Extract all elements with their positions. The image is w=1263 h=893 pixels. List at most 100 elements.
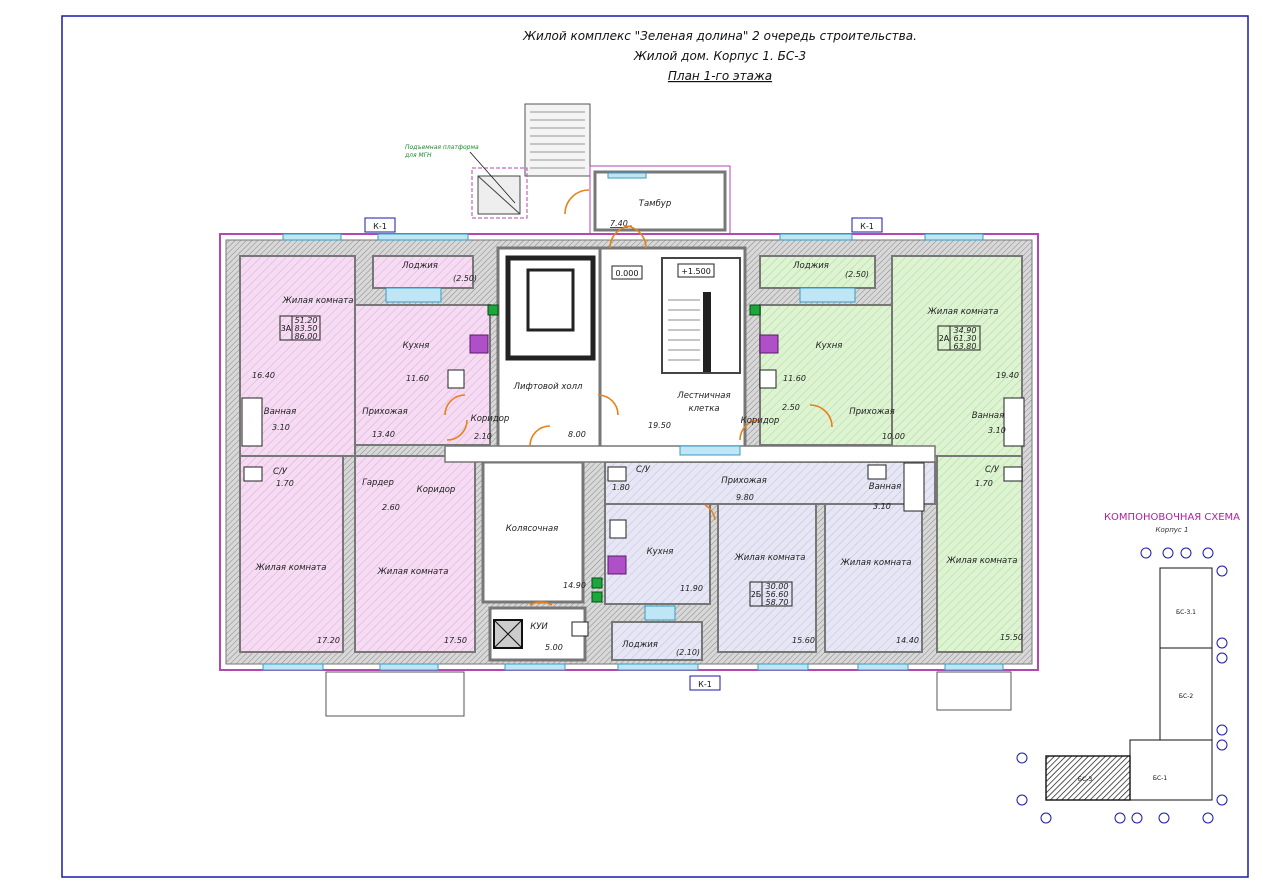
scheme-block-2: БС-2 (1179, 693, 1193, 700)
mid-wc-area: 1.80 (612, 483, 630, 492)
left-loggia-area: (2.50) (453, 274, 477, 283)
right-corridor: Коридор (741, 416, 780, 426)
header-line-1: Жилой комплекс "Зеленая долина" 2 очеред… (522, 29, 917, 43)
lift-hall-label: Лифтовой холл (513, 382, 583, 392)
left-corridor: Коридор (471, 414, 510, 424)
left-room-2: Жилая комната (255, 563, 327, 573)
right-stat-1: 34.90 (954, 326, 977, 335)
left-corridor-area: 2.10 (474, 432, 492, 441)
left-corridor-2: Коридор (417, 485, 456, 495)
right-loggia-area: (2.50) (845, 270, 869, 279)
apartment-left (239, 255, 491, 653)
stair-label-2: клетка (688, 404, 719, 414)
platform-note-2: для МГН (404, 152, 432, 159)
right-stat-3: 63.80 (954, 342, 977, 351)
layout-scheme: КОМПОНОВОЧНАЯ СХЕМА Корпус 1 БС-3.1 БС-2… (1016, 512, 1240, 824)
left-type: 3А (281, 324, 292, 333)
stroller-area: 14.90 (563, 581, 586, 590)
right-wc-area: 1.70 (975, 479, 993, 488)
common-core (444, 246, 936, 662)
header-line-3: План 1-го этажа (668, 69, 772, 83)
right-kitchen: Кухня (816, 341, 843, 351)
right-room-2-area: 15.50 (1000, 633, 1023, 642)
scheme-block-1: БС-3.1 (1176, 609, 1196, 616)
scheme-title: КОМПОНОВОЧНАЯ СХЕМА (1104, 512, 1240, 523)
right-room: Жилая комната (927, 307, 999, 317)
left-room-area: 16.40 (252, 371, 275, 380)
risers (487, 304, 761, 603)
entrance-stair (524, 103, 591, 177)
mid-bath-area: 3.10 (873, 502, 891, 511)
left-room: Жилая комната (282, 296, 354, 306)
mid-wc: С/У (636, 465, 651, 475)
windows (262, 172, 1004, 671)
right-corridor-area: 2.50 (782, 403, 800, 412)
lift-hall-area: 8.00 (568, 430, 586, 439)
mid-kitchen: Кухня (647, 547, 674, 557)
left-stat-3: 86.00 (295, 332, 318, 341)
right-bath: Ванная (972, 411, 1004, 421)
header: Жилой комплекс "Зеленая долина" 2 очеред… (522, 29, 917, 83)
doors (444, 189, 833, 606)
lift-platform (471, 167, 528, 219)
fixtures (241, 369, 1025, 637)
ventilation-shafts (469, 334, 779, 575)
tambur-area: 7.40 (610, 219, 628, 228)
scheme-subtitle: Корпус 1 (1156, 526, 1189, 534)
left-kitchen-area: 11.60 (406, 374, 429, 383)
right-stat-2: 61.30 (954, 334, 977, 343)
right-kitchen-area: 11.60 (783, 374, 806, 383)
section-mark-top-left: К-1 (373, 222, 387, 231)
platform-note-1: Подъемная платформа (405, 144, 479, 151)
left-garderobe: Гардер (362, 478, 394, 488)
mid-bath: Ванная (869, 482, 901, 492)
mid-hall: Прихожая (721, 476, 767, 486)
right-bath-area: 3.10 (988, 426, 1006, 435)
left-hall: Прихожая (362, 407, 408, 417)
mid-hall-area: 9.80 (736, 493, 754, 502)
mid-room: Жилая комната (734, 553, 806, 563)
left-wc-area: 1.70 (276, 479, 294, 488)
right-loggia: Лоджия (792, 261, 829, 271)
mid-stat-3: 58.70 (766, 598, 789, 607)
common-labels: Лифтовой холл 8.00 Лестничная клетка 19.… (506, 382, 731, 652)
stair-label-1: Лестничная (676, 391, 730, 401)
right-type: 2А (939, 334, 950, 343)
mid-loggia: Лоджия (621, 640, 658, 650)
left-garderobe-area: 2.60 (382, 503, 400, 512)
kui-area: 5.00 (545, 643, 563, 652)
left-room-3: Жилая комната (377, 567, 449, 577)
middle-apartment-labels: С/У 1.80 Прихожая 9.80 Ванная 3.10 Кухня… (612, 465, 919, 657)
right-wc: С/У (985, 465, 1000, 475)
right-hall-area: 10.00 (882, 432, 905, 441)
left-bath-area: 3.10 (272, 423, 290, 432)
mid-loggia-area: (2.10) (676, 648, 700, 657)
stair-area: 19.50 (648, 421, 671, 430)
right-hall: Прихожая (849, 407, 895, 417)
section-mark-bottom: К-1 (698, 680, 712, 689)
left-loggia: Лоджия (401, 261, 438, 271)
left-stat-2: 83.50 (295, 324, 318, 333)
header-line-2: Жилой дом. Корпус 1. БС-3 (633, 49, 806, 63)
mid-room-2-area: 14.40 (896, 636, 919, 645)
level-ground: 0.000 (616, 269, 639, 278)
tambur-label: Тамбур (639, 199, 671, 209)
mid-stat-1: 30.00 (766, 582, 789, 591)
scheme-block-4: БС-1 (1153, 775, 1167, 782)
sheet-frame (61, 15, 1249, 878)
right-apartment-labels: Лоджия (2.50) Жилая комната 2А 34.90 61.… (741, 261, 1023, 642)
section-mark-top-right: К-1 (860, 222, 874, 231)
left-wc: С/У (273, 467, 288, 477)
mid-kitchen-area: 11.90 (680, 584, 703, 593)
apartment-right (759, 255, 1023, 653)
left-stat-1: 51.20 (295, 316, 318, 325)
right-room-2: Жилая комната (946, 556, 1018, 566)
left-hall-area: 13.40 (372, 430, 395, 439)
left-apartment-labels: Лоджия (2.50) Жилая комната 3А 51.20 83.… (252, 261, 509, 645)
mid-room-2: Жилая комната (840, 558, 912, 568)
mid-type: 2Б (751, 590, 762, 599)
section-marks: К-1 К-1 К-1 (364, 217, 883, 691)
left-room-2-area: 17.20 (317, 636, 340, 645)
mid-stat-2: 56.60 (766, 590, 789, 599)
